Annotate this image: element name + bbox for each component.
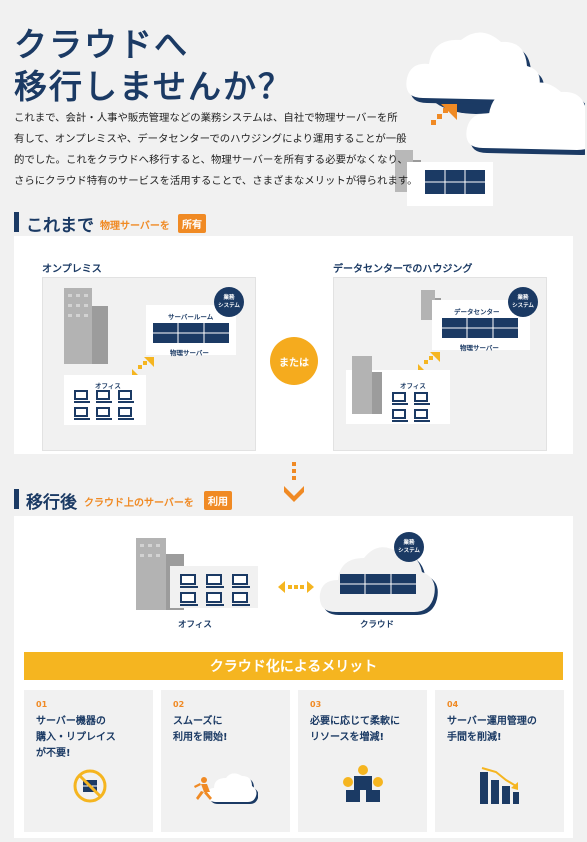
intro-line: これまで、会計・人事や販売管理などの業務システムは、自社で物理サーバーを所 [14,112,398,124]
downward-chart-icon [480,767,519,804]
section-marker [14,489,19,509]
office-building-icon [352,358,382,414]
hero-cloud-illustration [395,32,585,206]
intro-line: さらにクラウド特有のサービスを活用することで、さまざまなメリットが得られます。 [14,175,418,187]
datacenter-label: データセンターでのハウジング [333,264,473,275]
physical-server-icon [442,318,518,338]
badge-line-1: 業務 [403,540,415,546]
office-label: オフィス [400,382,426,390]
server-room-label: サーバールーム [168,313,214,321]
intro-line: 的でした。これをクラウドへ移行すると、物理サーバーを所有する必要がなくなり、 [14,154,408,166]
use-tag: 利用 [204,491,232,510]
badge-line-2: システム [218,303,240,309]
merit-number: 01 [36,700,48,709]
title-line-1: クラウドへ [14,25,189,64]
resource-boxes-icon [343,765,383,802]
badge-line-2: システム [398,548,420,554]
down-arrow-icon [284,462,304,502]
merit-text: スムーズに 利用を開始! [173,714,228,746]
merit-card [24,690,153,832]
onprem-buildings-icon [64,288,108,364]
office-label: オフィス [178,620,212,630]
own-tag: 所有 [178,214,206,233]
badge-line-1: 業務 [517,295,529,301]
merit-line: サーバー運用管理の [447,716,537,727]
business-system-badge: 業務 システム [214,287,244,317]
upload-arrow-icon [431,104,457,125]
merit-card [435,690,564,832]
intro-line: 有して、オンプレミスや、データセンターでのハウジングにより運用することが一般 [14,133,407,145]
merit-line: リソースを増減! [310,732,385,743]
merit-line: 利用を開始! [173,732,228,743]
before-heading: これまで [26,216,94,236]
merit-line: 必要に応じて柔軟に [310,716,400,727]
merit-line: が不要! [36,748,71,759]
merit-card [298,690,427,832]
office-computers-icon [180,574,250,606]
business-system-badge: 業務 システム [508,287,538,317]
physical-server-icon [153,323,229,343]
section-marker [14,212,19,232]
merit-card [161,690,290,832]
after-heading: 移行後 [26,493,77,513]
page-title: クラウドへ 移行しませんか？ [14,24,293,108]
merit-text: 必要に応じて柔軟に リソースを増減! [310,714,400,746]
merit-text: サーバー機器の 購入・リプレイス が不要! [36,714,116,762]
no-server-icon [73,769,107,803]
badge-line-2: システム [512,303,534,309]
merit-line: スムーズに [173,716,223,727]
merits-heading: クラウド化によるメリット [24,652,563,680]
merit-line: 手間を削減! [447,732,502,743]
office-computers-icon [392,392,430,422]
datacenter-room-label: データセンター [454,308,500,316]
after-subheading: クラウド上のサーバーを [84,498,194,509]
merit-number: 02 [173,700,185,709]
cloud-label: クラウド [360,620,395,630]
title-line-2: 移行しませんか？ [14,67,294,106]
badge-line-1: 業務 [223,295,235,301]
physical-server-label: 物理サーバー [460,344,499,352]
business-system-badge: 業務 システム [394,532,424,562]
running-cloud-icon [194,773,258,804]
merit-number: 04 [447,700,459,709]
bidirectional-arrow-icon [278,581,314,593]
physical-server-label: 物理サーバー [170,349,209,357]
before-subheading: 物理サーバーを [100,221,170,232]
merit-line: 購入・リプレイス [36,732,116,743]
onprem-label: オンプレミス [42,264,102,275]
cloud-server-icon [319,547,438,615]
merit-line: サーバー機器の [36,716,106,727]
or-badge: または [270,337,318,385]
office-label: オフィス [95,382,121,390]
intro-paragraph: これまで、会計・人事や販売管理などの業務システムは、自社で物理サーバーを所 有し… [14,108,418,192]
office-computers-icon [74,390,134,420]
merit-text: サーバー運用管理の 手間を削減! [447,714,537,746]
merit-number: 03 [310,700,322,709]
